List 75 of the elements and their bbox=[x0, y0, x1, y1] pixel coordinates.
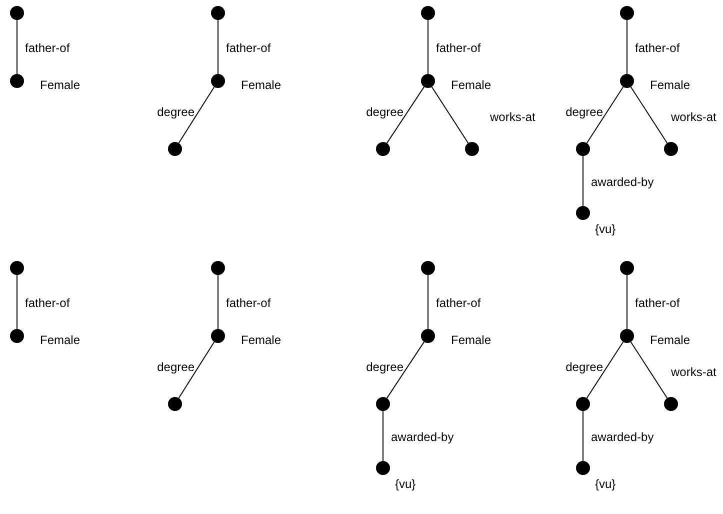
edge-label: father-of bbox=[436, 41, 481, 55]
edge-label: works-at bbox=[490, 110, 536, 124]
edge-label: degree bbox=[157, 105, 194, 119]
circle-node bbox=[664, 142, 678, 156]
circle-node bbox=[465, 142, 479, 156]
edge-label: awarded-by bbox=[591, 430, 654, 444]
connector-line bbox=[586, 341, 624, 399]
connector-line bbox=[586, 86, 624, 144]
edge-label: works-at bbox=[671, 110, 716, 124]
circle-node bbox=[576, 206, 590, 220]
edge-label: awarded-by bbox=[391, 430, 454, 444]
circle-node bbox=[376, 461, 390, 475]
connector-line bbox=[16, 274, 18, 330]
node-label: Female bbox=[650, 78, 690, 92]
edge-label: works-at bbox=[671, 365, 716, 379]
node-label: {vu} bbox=[595, 477, 616, 491]
connector-line bbox=[178, 341, 215, 399]
node-label: Female bbox=[241, 78, 282, 92]
edge-label: degree bbox=[566, 360, 603, 374]
edge-label: father-of bbox=[635, 41, 680, 55]
node-label: Female bbox=[451, 78, 492, 92]
circle-node bbox=[576, 142, 590, 156]
node-label: Female bbox=[40, 78, 80, 92]
edge-label: degree bbox=[157, 360, 194, 374]
circle-node bbox=[10, 329, 24, 343]
circle-node bbox=[10, 261, 24, 275]
node-label: Female bbox=[451, 333, 492, 347]
circle-node bbox=[620, 74, 634, 88]
node-label: {vu} bbox=[595, 222, 616, 236]
circle-node bbox=[376, 397, 390, 411]
connector-line bbox=[16, 20, 18, 74]
edge-label: awarded-by bbox=[591, 175, 654, 189]
edge-label: father-of bbox=[226, 296, 271, 310]
connector-line bbox=[382, 410, 384, 462]
connector-line bbox=[630, 341, 668, 399]
node-label: {vu} bbox=[395, 477, 416, 491]
connector-line bbox=[582, 156, 584, 206]
connector-line bbox=[178, 86, 215, 144]
circle-node bbox=[211, 261, 225, 275]
edge-label: degree bbox=[566, 105, 603, 119]
connector-line bbox=[431, 86, 469, 144]
circle-node bbox=[620, 261, 634, 275]
circle-node bbox=[10, 6, 24, 20]
circle-node bbox=[168, 397, 182, 411]
connector-line bbox=[626, 274, 628, 330]
edge-label: degree bbox=[366, 360, 404, 374]
circle-node bbox=[620, 6, 634, 20]
node-label: Female bbox=[241, 333, 282, 347]
circle-node bbox=[576, 397, 590, 411]
circle-node bbox=[421, 6, 435, 20]
connector-line bbox=[386, 341, 425, 399]
circle-node bbox=[168, 142, 182, 156]
circle-node bbox=[211, 6, 225, 20]
circle-node bbox=[10, 74, 24, 88]
circle-node bbox=[211, 329, 225, 343]
circle-node bbox=[421, 329, 435, 343]
circle-node bbox=[620, 329, 634, 343]
circle-node bbox=[421, 74, 435, 88]
circle-node bbox=[376, 142, 390, 156]
connector-line bbox=[386, 86, 425, 144]
circle-node bbox=[576, 461, 590, 475]
edge-label: father-of bbox=[25, 41, 70, 55]
edge-label: degree bbox=[366, 105, 404, 119]
node-label: Female bbox=[40, 333, 80, 347]
circle-node bbox=[421, 261, 435, 275]
circle-node bbox=[664, 397, 678, 411]
edge-label: father-of bbox=[635, 296, 680, 310]
edge-label: father-of bbox=[226, 41, 271, 55]
connector-line bbox=[630, 86, 668, 144]
node-label: Female bbox=[650, 333, 690, 347]
edge-label: father-of bbox=[436, 296, 481, 310]
connector-line bbox=[626, 20, 628, 74]
edge-label: father-of bbox=[25, 296, 70, 310]
connector-line bbox=[582, 410, 584, 462]
circle-node bbox=[211, 74, 225, 88]
